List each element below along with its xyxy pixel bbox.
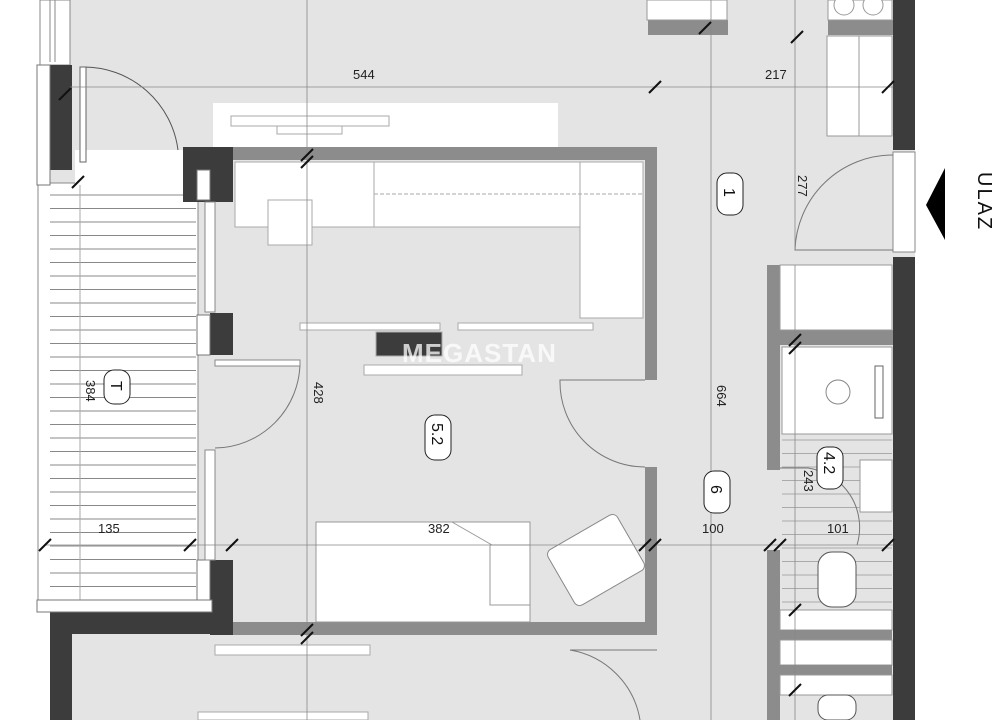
entrance-opening — [892, 151, 916, 253]
dimension-label: 243 — [801, 470, 816, 492]
dimension-tick — [225, 538, 239, 552]
room-tag-T: T — [103, 369, 131, 405]
bathroom — [779, 264, 893, 720]
dimension-tick — [300, 631, 314, 645]
dimension-tick — [790, 30, 804, 44]
svg-text:5.2: 5.2 — [428, 423, 445, 445]
balcony-door-frame — [75, 150, 185, 185]
outside-right — [915, 0, 1000, 720]
room-tag-1: 1 — [716, 172, 744, 216]
tv — [375, 331, 443, 357]
dimension-tick — [881, 538, 895, 552]
dimension-label: 135 — [98, 521, 120, 536]
room-door-swing — [559, 379, 646, 468]
dimension-tick — [788, 333, 802, 347]
room-tag-6: 6 — [703, 470, 731, 514]
balcony-door-swing — [82, 66, 179, 151]
svg-text:4.2: 4.2 — [820, 452, 837, 474]
dimension-lines — [45, 0, 893, 720]
dimension-label: 100 — [702, 521, 724, 536]
dimension-tick — [300, 148, 314, 162]
dimension-label: 384 — [83, 380, 98, 402]
room-tag-5-2: 5.2 — [424, 414, 452, 461]
dimension-label: 217 — [765, 67, 787, 82]
sofa — [234, 161, 644, 319]
exterior-walls — [50, 0, 915, 720]
dimension-tick — [300, 623, 314, 637]
svg-text:6: 6 — [707, 485, 724, 494]
dimension-tick — [183, 538, 197, 552]
dimension-tick — [881, 80, 895, 94]
entrance-label: ULAZ — [973, 172, 995, 231]
dimension-tick — [71, 175, 85, 189]
dimension-label: 428 — [311, 382, 326, 404]
dimension-tick — [763, 538, 777, 552]
dimension-label: 382 — [428, 521, 450, 536]
svg-text:1: 1 — [720, 188, 737, 197]
balcony — [37, 182, 199, 604]
armchair — [547, 513, 645, 607]
entrance-arrow-icon — [926, 168, 945, 240]
dimension-tick — [648, 538, 662, 552]
svg-text:T: T — [107, 381, 124, 391]
dimension-tick — [58, 87, 72, 101]
dimension-tick — [38, 538, 52, 552]
dimension-label: 544 — [353, 67, 375, 82]
dimension-tick — [648, 80, 662, 94]
dimension-label: 664 — [714, 385, 729, 407]
dimension-tick — [788, 683, 802, 697]
watermark: MEGASTAN — [402, 338, 557, 368]
bed — [315, 521, 531, 623]
dimension-tick — [788, 341, 802, 355]
dimension-tick — [638, 538, 652, 552]
dimension-label: 101 — [827, 521, 849, 536]
dimension-tick — [698, 21, 712, 35]
entrance-door-swing — [794, 154, 894, 251]
dimension-tick — [788, 603, 802, 617]
dimension-tick — [300, 155, 314, 169]
dimension-label: 277 — [795, 175, 810, 197]
kitchen-counters — [646, 0, 893, 137]
interior-walls — [233, 20, 893, 720]
dimension-tick — [773, 538, 787, 552]
room-tag-4-2: 4.2 — [816, 446, 844, 490]
